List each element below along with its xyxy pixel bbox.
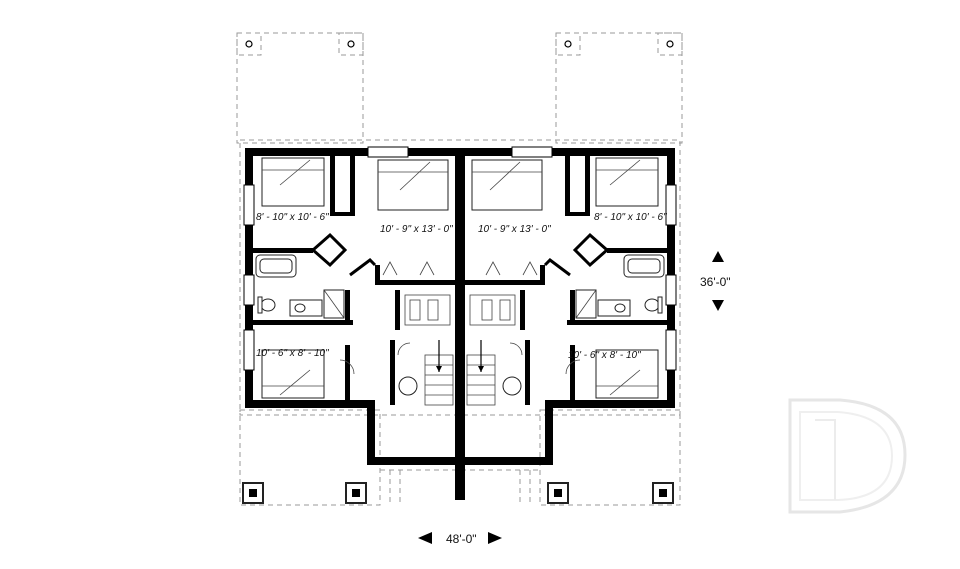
- width-dimension: 48'-0": [446, 532, 477, 546]
- door-swings: [339, 342, 581, 375]
- arrow-right-icon: [488, 532, 502, 544]
- dimension-height: 36'-0": [700, 251, 731, 311]
- interior-walls-right: [465, 156, 667, 405]
- room-label-right-3: 10' - 6" x 8' - 10": [568, 350, 641, 361]
- room-label-left-3: 10' - 6" x 8' - 10": [256, 348, 329, 359]
- room-label-left-1: 8' - 10" x 10' - 6": [256, 212, 329, 223]
- height-dimension: 36'-0": [700, 275, 731, 289]
- d-logo-icon: [788, 398, 907, 514]
- interior-walls-left: [253, 156, 455, 405]
- arrow-up-icon: [712, 251, 724, 262]
- stairs: [398, 340, 522, 406]
- arrow-down-icon: [712, 300, 724, 311]
- rear-pergolas: [236, 32, 683, 416]
- bathrooms: [255, 254, 665, 319]
- dimension-width: 48'-0": [418, 532, 502, 546]
- front-porches: [239, 409, 681, 506]
- closet-doors: [382, 261, 538, 326]
- room-label-right-2: 8' - 10" x 10' - 6": [594, 212, 667, 223]
- arrow-left-icon: [418, 532, 432, 544]
- exterior-walls: [243, 146, 677, 500]
- room-labels: 8' - 10" x 10' - 6" 10' - 9" x 13' - 0" …: [256, 212, 667, 361]
- beds: [261, 157, 659, 399]
- room-label-right-1: 10' - 9" x 13' - 0": [478, 224, 551, 235]
- room-label-left-2: 10' - 9" x 13' - 0": [380, 224, 453, 235]
